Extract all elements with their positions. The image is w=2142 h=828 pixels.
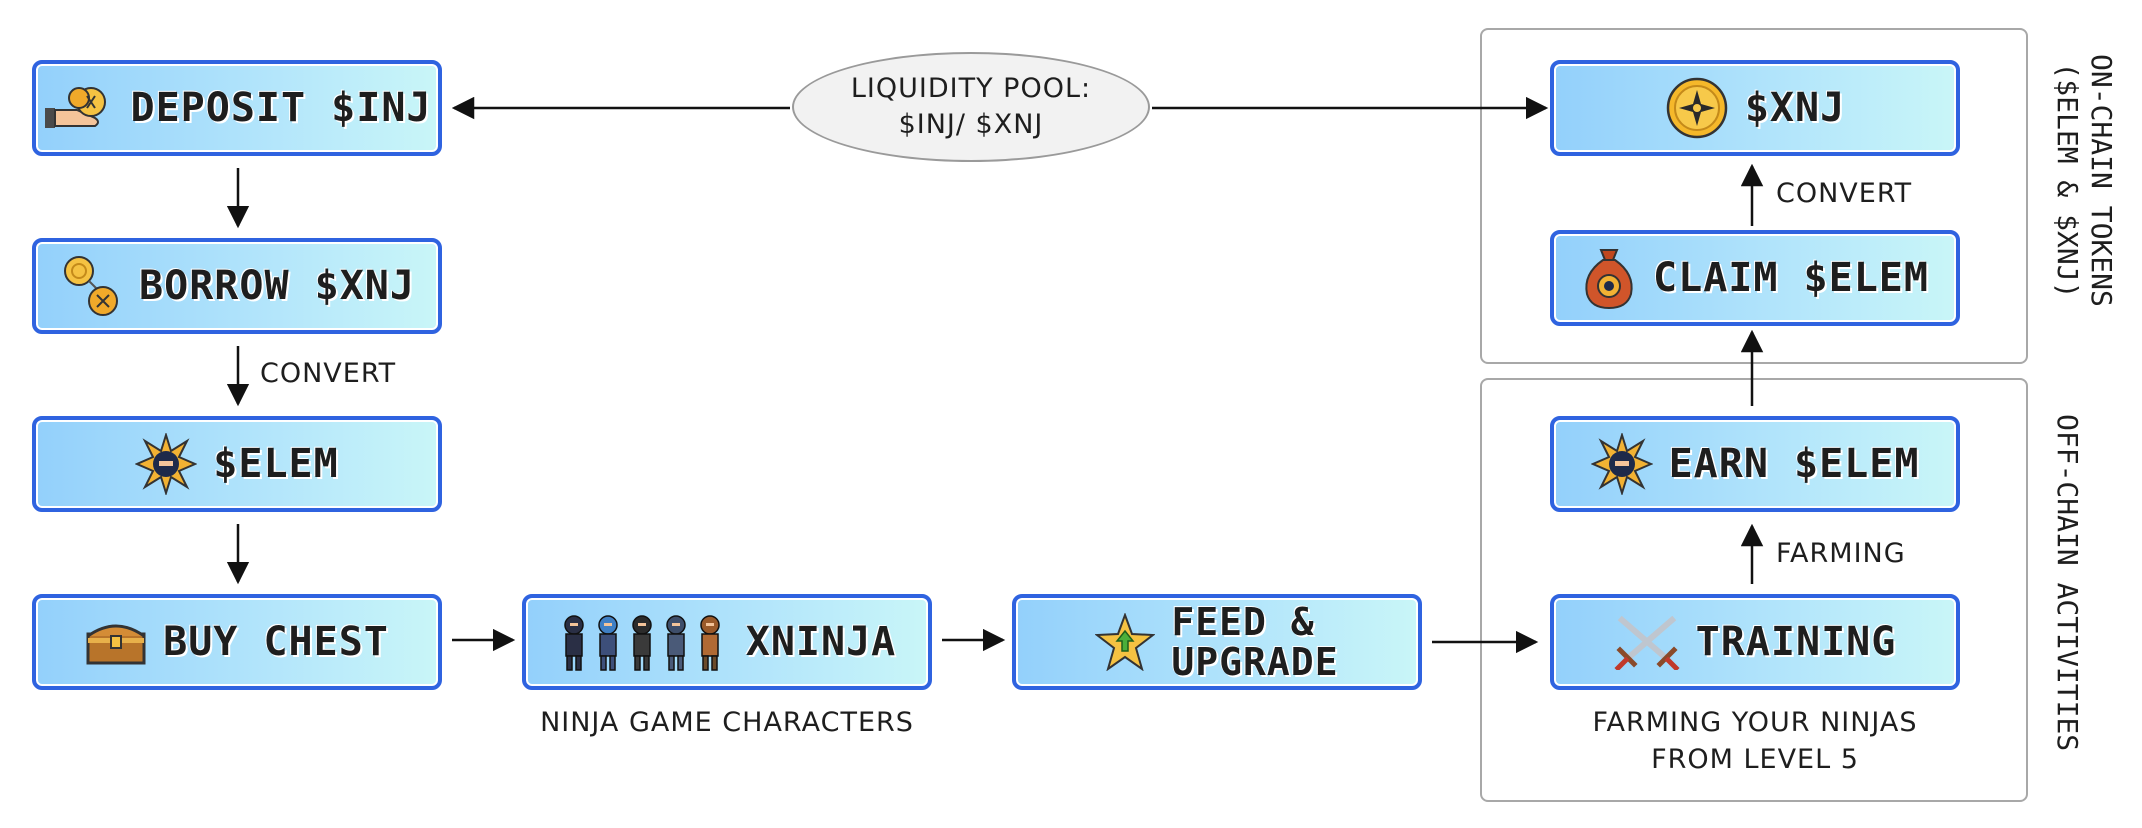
elem-ninja-icon xyxy=(135,433,198,495)
elem-ninja-icon xyxy=(1590,433,1653,495)
hand-coin-icon xyxy=(43,82,115,134)
elem-token-box: $ELEM xyxy=(32,416,442,512)
training-caption: FARMING YOUR NINJAS FROM LEVEL 5 xyxy=(1530,704,1980,778)
offchain-group-title: OFF-CHAIN ACTIVITIES xyxy=(2051,414,2084,752)
training-label: TRAINING xyxy=(1695,619,1897,665)
treasure-chest-icon xyxy=(85,618,147,666)
onchain-group-title: ON-CHAIN TOKENS xyxy=(2085,54,2118,307)
onchain-group-label: ON-CHAIN TOKENS ($ELEM & $XNJ) xyxy=(2050,54,2118,307)
training-caption-line2: FROM LEVEL 5 xyxy=(1651,744,1859,775)
convert-label-claim: CONVERT xyxy=(1776,178,1913,209)
deposit-inj-label: DEPOSIT $INJ xyxy=(130,85,432,131)
xninja-label: XNINJA xyxy=(745,619,897,665)
liquidity-pool-pair: $INJ/ $XNJ xyxy=(898,109,1044,140)
crossed-swords-icon xyxy=(1614,614,1680,670)
earn-elem-box: EARN $ELEM xyxy=(1550,416,1960,512)
xnj-token-label: $XNJ xyxy=(1744,85,1846,131)
liquidity-pool-title: LIQUIDITY POOL: xyxy=(850,73,1092,104)
feed-upgrade-box: FEED & UPGRADE xyxy=(1012,594,1422,690)
deposit-inj-box: DEPOSIT $INJ xyxy=(32,60,442,156)
xninja-caption: NINJA GAME CHARACTERS xyxy=(540,707,914,738)
claim-elem-label: CLAIM $ELEM xyxy=(1653,255,1929,301)
farming-label: FARMING xyxy=(1776,538,1906,569)
onchain-group-frame xyxy=(1480,28,2028,364)
claim-elem-box: CLAIM $ELEM xyxy=(1550,230,1960,326)
training-caption-line1: FARMING YOUR NINJAS xyxy=(1592,707,1918,738)
xnj-token-box: $XNJ xyxy=(1550,60,1960,156)
convert-label-borrow: CONVERT xyxy=(260,358,397,389)
offchain-group-label: OFF-CHAIN ACTIVITIES xyxy=(2050,414,2084,751)
borrow-xnj-label: BORROW $XNJ xyxy=(139,263,415,309)
feed-upgrade-label: FEED & UPGRADE xyxy=(1171,602,1338,682)
ninja-characters-icon xyxy=(558,611,730,673)
earn-elem-label: EARN $ELEM xyxy=(1668,441,1920,487)
feed-upgrade-line2: UPGRADE xyxy=(1171,640,1339,684)
buy-chest-label: BUY CHEST xyxy=(163,619,389,665)
coins-icon xyxy=(59,251,123,321)
liquidity-pool: LIQUIDITY POOL: $INJ/ $XNJ xyxy=(792,52,1150,162)
onchain-group-subtitle: ($ELEM & $XNJ) xyxy=(2051,62,2084,299)
buy-chest-box: BUY CHEST xyxy=(32,594,442,690)
elem-token-label: $ELEM xyxy=(213,441,339,487)
xnj-coin-icon xyxy=(1665,76,1729,140)
training-box: TRAINING xyxy=(1550,594,1960,690)
borrow-xnj-box: BORROW $XNJ xyxy=(32,238,442,334)
money-bag-icon xyxy=(1581,246,1637,310)
xninja-box: XNINJA xyxy=(522,594,932,690)
offchain-group-frame xyxy=(1480,378,2028,802)
feed-upgrade-line1: FEED & xyxy=(1171,600,1315,644)
star-upgrade-icon xyxy=(1095,613,1156,671)
